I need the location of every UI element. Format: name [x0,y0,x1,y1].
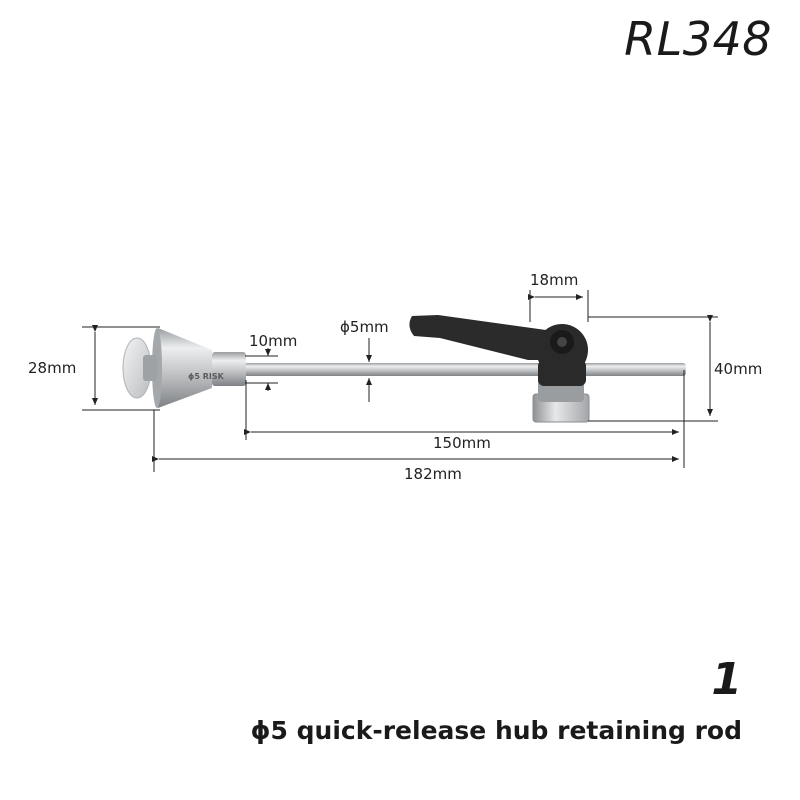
dim-rod-length: 150mm [433,434,491,452]
dim-clamp-width: 18mm [530,271,579,289]
dim-total-length: 182mm [404,465,462,483]
dim-clamp-height: 40mm [714,360,763,378]
product-number: 1 [711,654,742,705]
model-code: RL348 [624,12,772,66]
rod [238,363,686,376]
dim-head-diameter: 28mm [28,359,77,377]
dim-rod-diameter: ϕ5mm [340,318,389,336]
clamp-lever [409,315,546,360]
collar [212,352,246,386]
tapered-body [154,328,212,408]
product-title: ϕ5 quick-release hub retaining rod [250,716,742,745]
svg-text:ϕ5 RISK: ϕ5 RISK [188,372,225,381]
dim-collar-diameter: 10mm [249,332,298,350]
